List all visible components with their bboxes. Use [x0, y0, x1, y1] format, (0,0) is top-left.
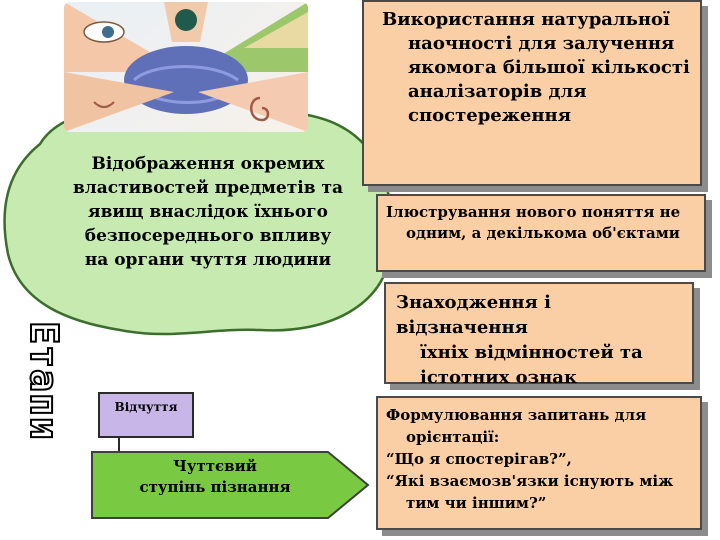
stages-label-text: Етапи — [21, 320, 67, 441]
definition-line: явищ внаслідок їхнього — [88, 202, 328, 222]
card-line: Використання натуральної — [382, 9, 670, 30]
card-line: “Які взаємозв'язки існують між — [386, 472, 674, 490]
card-line: “Що я спостерігав?”, — [386, 450, 572, 468]
definition-line: Відображення окремих — [91, 154, 325, 174]
card-line: орієнтації: — [406, 428, 500, 446]
definition-line: на органи чуття людини — [84, 250, 332, 270]
definition-text: Відображення окремих властивостей предме… — [58, 152, 358, 272]
sensory-stage-line: Чуттєвий — [173, 457, 257, 475]
card-line: Формулювання запитань для — [386, 406, 647, 424]
sensory-stage-arrow: Чуттєвий ступінь пізнання — [90, 450, 370, 520]
definition-line: безпосереднього впливу — [84, 226, 332, 246]
card-line: наочності для залучення — [408, 33, 675, 54]
sensory-stage-line: ступінь пізнання — [139, 478, 291, 496]
card-natural-visuals: Використання натуральної наочності для з… — [362, 0, 702, 186]
card-line: Ілюстрування нового поняття не — [386, 203, 681, 221]
card-line: істотних ознак — [420, 367, 577, 388]
card-line: одним, а декількома об'єктами — [406, 224, 680, 242]
stages-label: Етапи — [20, 276, 68, 486]
definition-line: властивостей предметів та — [72, 178, 344, 198]
card-differences: Знаходження і відзначення їхніх відмінно… — [384, 282, 694, 388]
card-line: тим чи іншим?” — [406, 494, 547, 512]
senses-illustration — [64, 2, 308, 132]
sensation-box: Відчуття — [98, 392, 194, 438]
card-line: аналізаторів для — [408, 81, 587, 102]
sensory-stage-label: Чуттєвий ступінь пізнання — [90, 456, 340, 498]
sensation-label: Відчуття — [114, 400, 178, 414]
card-line: спостереження — [408, 105, 572, 126]
card-line: якомога більшої кількості — [408, 57, 690, 78]
card-line: Знаходження і відзначення — [396, 292, 551, 338]
card-illustration: Ілюстрування нового поняття не одним, а … — [376, 194, 706, 272]
connector-line — [118, 438, 120, 452]
card-questions: Формулювання запитань для орієнтації: “Щ… — [376, 396, 702, 530]
card-line: їхніх відмінностей та — [420, 342, 643, 363]
